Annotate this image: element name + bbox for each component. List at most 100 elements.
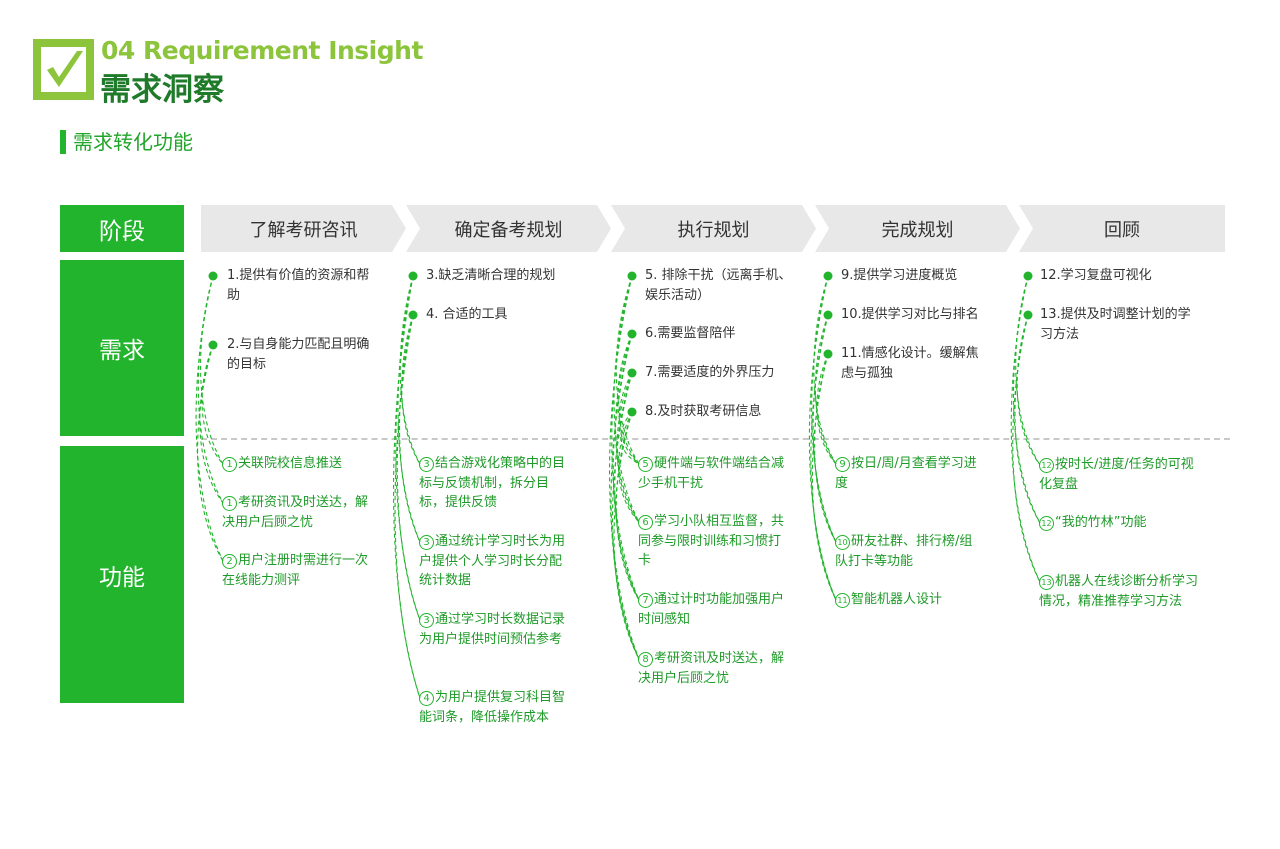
function-text: 按时长/进度/任务的可视化复盘 [1039,457,1194,492]
connector-line [1013,275,1041,524]
connector-line [814,353,837,543]
connector-line [814,314,837,465]
connector-line [393,275,421,699]
stage-1: 了解考研咨讯 [201,205,406,252]
row-divider [201,438,1230,440]
connector-line [1012,314,1041,583]
function-number-badge: 3 [419,535,434,550]
subtitle-marker [60,130,66,154]
connector-line [614,372,640,601]
connector-line [810,314,837,601]
logo [33,39,94,100]
stage-label: 回顾 [1104,219,1140,241]
function-number-badge: 6 [638,515,653,530]
function-text: 按日/周/月查看学习进度 [835,456,977,491]
function-number-badge: 7 [638,593,653,608]
title-english: 04 Requirement Insight [101,36,423,65]
connector-line [618,411,640,523]
function-text: 关联院校信息推送 [238,456,343,471]
function-item: 12“我的竹林”功能 [1039,513,1199,533]
connector-line [197,275,224,504]
row-label-need: 需求 [60,260,184,436]
function-text: “我的竹林”功能 [1055,515,1147,530]
function-number-badge: 1 [222,457,237,472]
need-dot [823,310,833,320]
connector-line [617,333,640,465]
function-text: 通过统计学习时长为用户提供个人学习时长分配统计数据 [419,534,566,588]
need-dot [627,271,637,281]
stage-label: 执行规划 [677,219,750,241]
function-text: 为用户提供复习科目智能词条，降低操作成本 [419,690,566,725]
connector-line [618,372,640,465]
stage-arrow-shape [406,205,611,252]
need-dot [208,340,218,350]
stage-arrow-shape [611,205,816,252]
connector-line [394,314,421,699]
function-number-badge: 12 [1039,516,1054,531]
function-text: 用户注册时需进行一次在线能力测评 [222,553,369,588]
need-dot [408,271,418,281]
connector-line [201,344,224,465]
stage-arrow-shape [1019,205,1225,252]
need-item: 12.学习复盘可视化 [1040,268,1152,283]
connector-line [615,411,640,601]
need-item: 10.提供学习对比与排名 [841,307,979,322]
need-item: 8.及时获取考研信息 [645,404,762,419]
function-text: 机器人在线诊断分析学习情况，精准推荐学习方法 [1039,574,1199,609]
need-item: 6.需要监督陪伴 [645,326,736,341]
stage-5: 回顾 [1019,205,1225,252]
connector-line [195,275,224,562]
function-number-badge: 10 [835,535,850,550]
need-item: 3.缺乏清晰合理的规划 [426,268,556,283]
connector-line [1015,275,1041,466]
row-label-stage: 阶段 [60,205,184,252]
connector-line [614,333,640,523]
function-number-badge: 13 [1039,575,1054,590]
need-dot [627,407,637,417]
function-text: 考研资讯及时送达，解决用户后顾之忧 [222,495,369,530]
need-dot [823,349,833,359]
connector-line [609,275,640,660]
connector-line [399,275,421,465]
function-number-badge: 3 [419,613,434,628]
need-item: 2.与自身能力匹配且明确的目标 [227,337,370,372]
connector-line [1014,314,1041,524]
checkmark-icon [41,47,86,92]
function-number-badge: 9 [835,457,850,472]
need-dot [408,310,418,320]
stage-2: 确定备考规划 [406,205,611,252]
function-text: 学习小队相互监督，共同参与限时训练和习惯打卡 [638,514,785,568]
function-number-badge: 12 [1039,458,1054,473]
connector-line [612,372,640,660]
connector-line [811,353,837,601]
need-item: 11.情感化设计。缓解焦虑与孤独 [841,346,979,381]
connector-line [397,275,421,543]
need-dot [1023,271,1033,281]
connector-line [610,333,640,660]
connector-line [1010,275,1041,583]
stage-label: 完成规划 [881,219,954,241]
title-chinese: 需求洞察 [100,72,224,108]
connector-line [1016,314,1041,466]
connector-line [613,411,640,660]
function-text: 通过计时功能加强用户时间感知 [638,592,785,627]
row-label-function: 功能 [60,446,184,703]
need-dot [1023,310,1033,320]
need-item: 1.提供有价值的资源和帮助 [227,268,370,303]
function-text: 通过学习时长数据记录为用户提供时间预估参考 [419,612,566,647]
stage-label: 了解考研咨讯 [249,219,358,241]
